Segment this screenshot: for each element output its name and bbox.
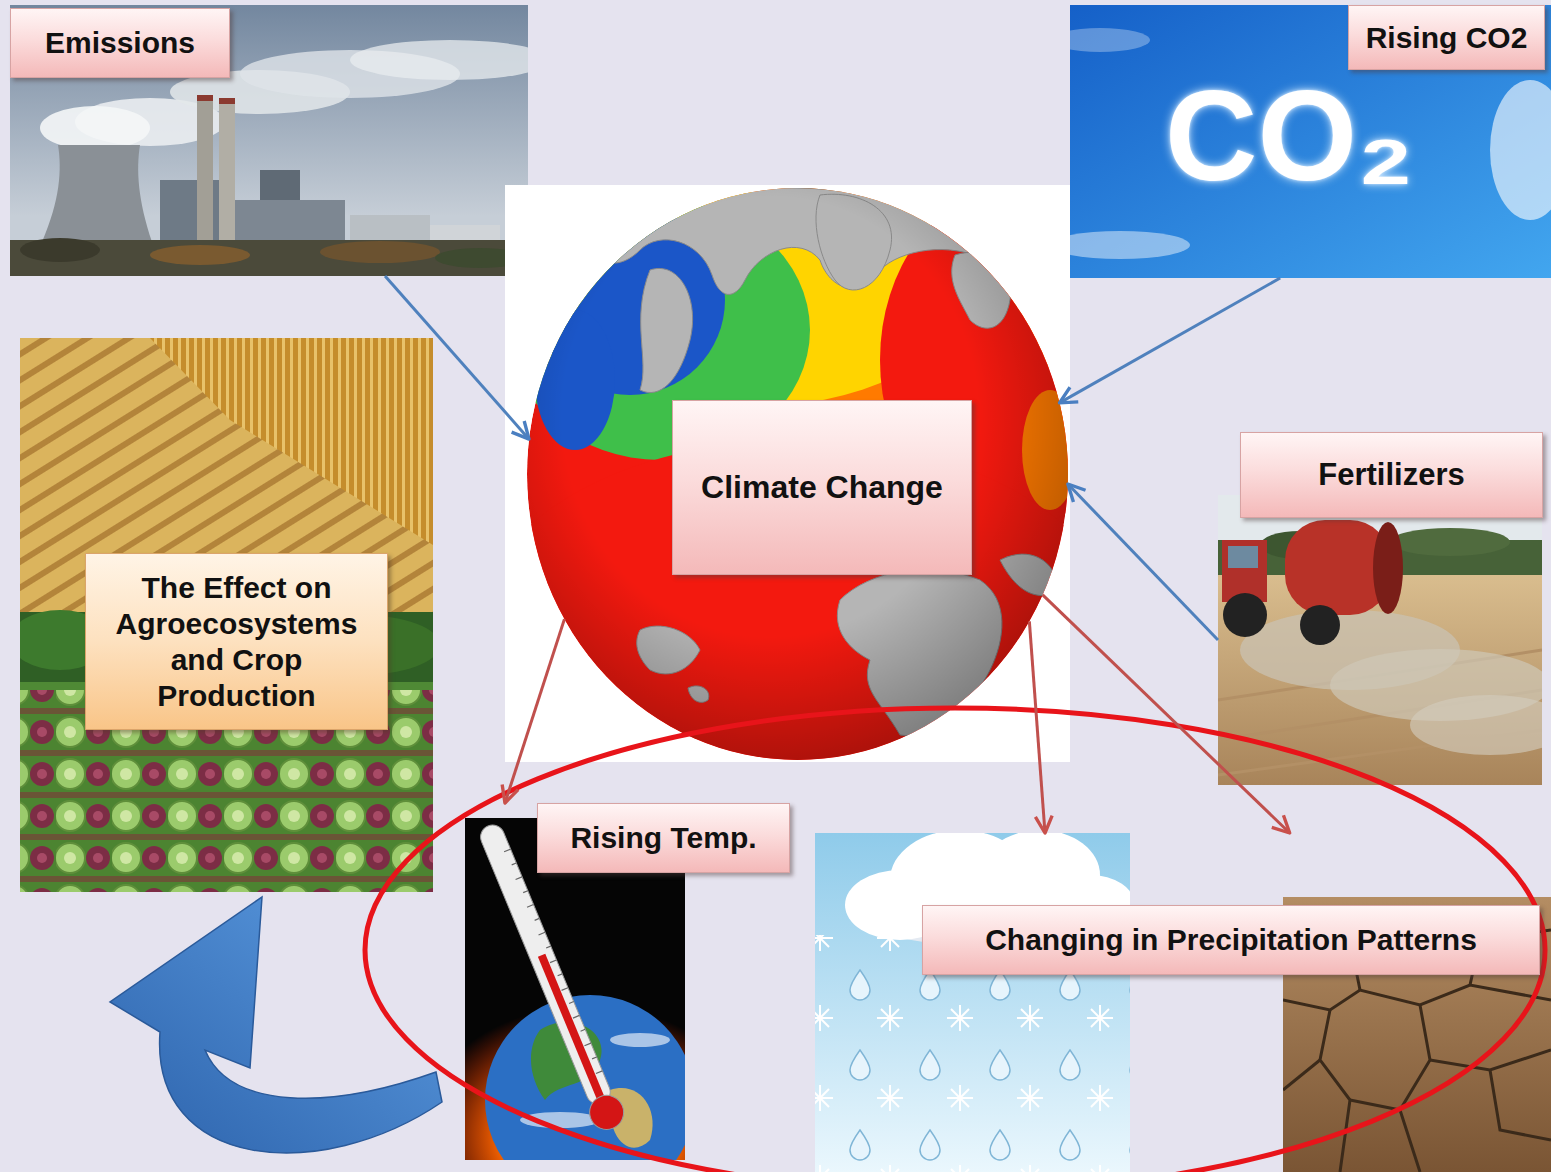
rain-snow-picture — [815, 833, 1130, 1172]
tractor-photo — [1300, 605, 1340, 645]
crop-photo — [150, 338, 433, 545]
tractor-photo — [1228, 546, 1258, 568]
label-box: Rising CO2 — [1348, 5, 1545, 70]
power-plant-photo — [320, 241, 440, 263]
cracked-earth-picture — [1320, 1010, 1350, 1172]
label-box: Changing in Precipitation Patterns — [922, 905, 1540, 975]
cracked-earth-picture — [1283, 985, 1551, 1010]
thermometer-picture — [504, 849, 602, 1073]
power-plant-photo — [20, 238, 100, 262]
arrow-connector — [505, 619, 564, 803]
power-plant-photo — [42, 145, 152, 242]
photo-panel: Fertilizers — [1218, 432, 1543, 785]
power-plant-photo — [219, 98, 235, 245]
photo-panel: The Effect on Agroecosystems and Crop Pr… — [20, 338, 433, 892]
power-plant-photo — [10, 5, 528, 276]
tractor-photo — [1373, 522, 1403, 614]
label-box: Fertilizers — [1240, 432, 1543, 518]
cracked-earth-picture — [1490, 1070, 1551, 1140]
thermometer-picture — [538, 954, 609, 1110]
cracked-earth-picture — [1283, 1060, 1320, 1090]
power-plant-photo — [219, 98, 235, 104]
power-plant-photo — [235, 200, 345, 245]
power-plant-photo — [197, 95, 213, 101]
power-plant-photo — [197, 95, 213, 245]
cracked-earth-picture — [1400, 1005, 1430, 1172]
photo-panel: Emissions — [10, 5, 528, 276]
sky-photo — [1070, 28, 1150, 52]
power-plant-photo — [350, 40, 528, 80]
cracked-earth-picture — [1350, 1100, 1400, 1110]
thermometer-picture — [584, 1090, 628, 1134]
arrow-connector — [1068, 484, 1218, 640]
globe-illustration — [527, 188, 1068, 760]
photo-panel: Changing in Precipitation Patterns — [815, 833, 1551, 1172]
sky-photo — [1070, 231, 1190, 259]
tractor-photo — [1218, 495, 1542, 785]
crop-photo — [20, 338, 433, 892]
thermometer-picture — [610, 1033, 670, 1047]
tractor-photo — [1390, 528, 1510, 556]
arrow-connector — [385, 276, 529, 439]
arrow-connector — [1043, 595, 1290, 833]
label-box: The Effect on Agroecosystems and Crop Pr… — [85, 553, 388, 730]
label-box: Climate Change — [672, 400, 972, 575]
connector-group — [385, 276, 1290, 833]
globe-backing — [505, 185, 1070, 762]
photo-panel: Rising Temp. — [465, 803, 790, 1160]
power-plant-photo — [40, 106, 150, 150]
tractor-photo — [1410, 695, 1542, 755]
tractor-photo — [1223, 593, 1267, 637]
power-plant-photo — [150, 245, 250, 265]
label-box: Rising Temp. — [537, 803, 790, 873]
tractor-photo — [1222, 540, 1267, 602]
sky-photo — [1490, 80, 1551, 220]
globe-illustration — [477, 175, 1140, 820]
sky-photo — [1070, 5, 1551, 278]
arrow-connector — [1060, 278, 1281, 403]
arrow-connector — [1029, 621, 1045, 833]
effects-ellipse — [365, 708, 1545, 1172]
globe-illustration — [527, 188, 1068, 760]
label-box: Emissions — [10, 8, 230, 78]
globe-node: Climate Change — [527, 188, 1068, 760]
cloud-lettering: CO₂ — [1165, 72, 1414, 200]
